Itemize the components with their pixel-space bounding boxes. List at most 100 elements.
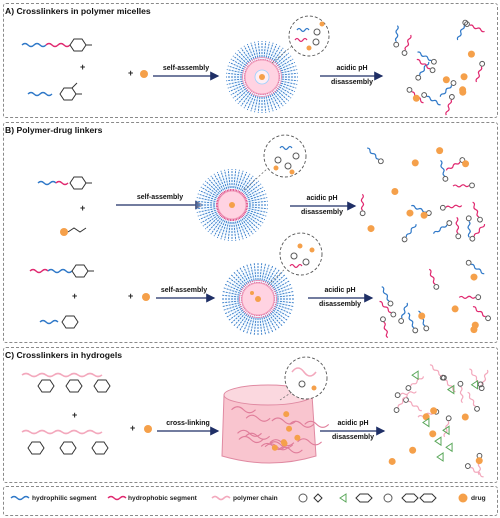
label-self-assembly: self-assembly [162,65,210,72]
panel-b-row2-reactants [29,264,150,329]
label-self-assembly: self-assembly [160,287,208,294]
zoom-callout [263,134,307,178]
label-acidic-ph: acidic pH [336,65,368,72]
label-acidic-ph: acidic pH [337,420,369,427]
drug-particle [418,312,426,320]
drug-particle [391,188,399,196]
label-disassembly: disassembly [300,209,344,216]
label-disassembly: disassembly [330,79,374,86]
drug-particle [406,209,414,217]
drug-particle [461,413,469,421]
phenyl-ring [59,87,77,101]
drug-particle [311,385,317,391]
plus-sign: + [80,203,86,213]
micelle-b2 [220,232,323,337]
panel-a-frame [3,3,498,118]
label-acidic-ph: acidic pH [324,287,356,294]
phenyl-ring [69,176,87,190]
drug-particle [409,446,417,454]
panel-c-frame [3,347,498,483]
label-cross-linking: cross-linking [166,420,210,427]
label-self-assembly: self-assembly [136,194,184,201]
drug-particle [436,147,444,155]
label-acidic-ph: acidic pH [306,195,338,202]
zoom-callout [288,15,330,57]
panel-c-title: C) Crosslinkers in hydrogels [5,350,123,360]
plus-sign: + [72,291,78,301]
drug-particle [140,70,148,78]
drug-particle [411,159,419,167]
drug-particle [306,45,312,51]
panel-a-title: A) Crosslinkers in polymer micelles [5,6,151,16]
plus-sign: + [80,62,86,72]
drug-particle [259,74,265,80]
drug-particle [229,202,235,208]
drug-particle [60,228,68,236]
disassembled-products-a [393,19,486,116]
panel-b-title: B) Polymer-drug linkers [5,125,103,135]
plus-sign: + [72,410,78,420]
diol-linker [67,227,87,233]
drug-particle [470,273,478,281]
hydrophobic-chain [45,42,71,48]
drug-particle [467,50,475,58]
drug-particle [388,457,396,465]
label-disassembly: disassembly [318,301,362,308]
drug-particle [460,73,468,81]
drug-particle [420,211,428,219]
drug-particle [273,165,279,171]
panel-c-reactants [21,372,152,455]
phenyl-ring [91,441,109,455]
phenyl-ring [37,379,55,393]
legend-hydrophilic: hydrophilic segment [32,495,97,502]
phenyl-ring [65,379,83,393]
drug-legend-swatch [458,493,468,503]
label-disassembly: disassembly [331,434,375,441]
micelle-b1 [194,134,307,243]
drug-particle [250,291,254,295]
hydrogel-block [221,356,330,464]
drug-particle [367,225,375,233]
plus-sign: + [130,423,136,433]
drug-particle [319,21,325,27]
disassembled-products-c [388,364,489,478]
phenyl-ring [27,441,45,455]
phenyl-ring [71,264,89,278]
zoom-callout [279,232,323,276]
phenyl-ring [93,379,111,393]
panel-b-row1-reactants [37,176,92,236]
drug-particle [289,169,295,175]
drug-particle [144,425,152,433]
drug-particle [459,88,467,96]
drug-particle [429,430,437,438]
drug-particle [430,407,438,415]
panel-a-reactants [21,38,148,101]
drug-particle [451,305,459,313]
legend-graphics [10,493,468,503]
drug-particle [255,296,261,302]
disassembled-products-b2 [379,259,491,339]
drug-particle [422,413,430,421]
drug-particle [462,160,470,168]
legend-polymer-chain: polymer chain [233,495,278,502]
micelle-a [224,15,330,115]
hydrophilic-chain [27,91,53,97]
drug-particle [442,76,450,84]
legend-hydrophobic: hydrophobic segment [128,495,197,502]
drug-particle [471,321,479,329]
zoom-callout [284,356,328,400]
legend-drug: drug [471,495,486,502]
plus-sign: + [128,68,134,78]
plus-sign: + [128,291,134,301]
panel-b-frame [3,122,498,343]
drug-particle [309,247,315,253]
drug-particle [412,94,420,102]
legend-box [3,486,498,516]
phenyl-ring [61,315,79,329]
drug-particle [142,293,150,301]
phenyl-ring [69,38,87,52]
hydrophilic-chain [21,42,47,48]
drug-particle [297,243,303,249]
disassembled-products-b1 [359,147,486,243]
phenyl-ring [59,441,77,455]
